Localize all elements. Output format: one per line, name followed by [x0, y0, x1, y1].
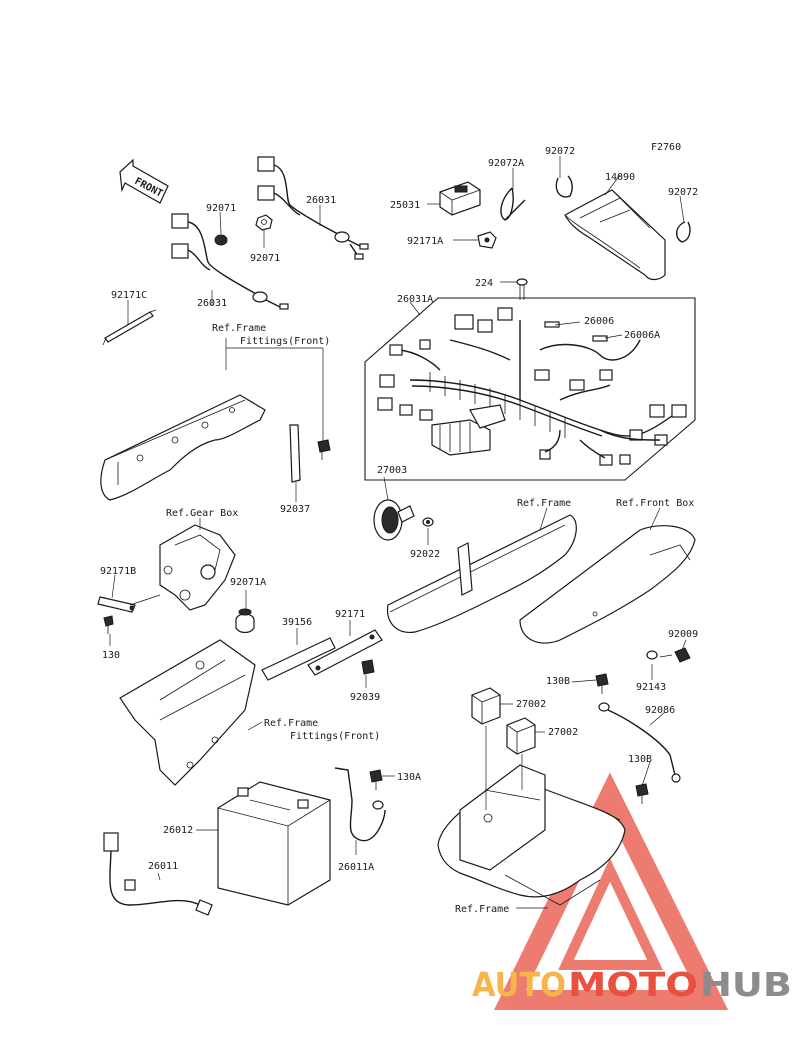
label-92143: 92143 [636, 682, 666, 693]
bolt-ref-front [317, 439, 331, 460]
bolt-224 [516, 278, 528, 300]
grommet-92071-a [214, 234, 228, 246]
label-26011a: 26011A [338, 862, 374, 873]
label-130a: 130A [397, 772, 421, 783]
label-26006a: 26006A [624, 330, 660, 341]
relay-27002-a [471, 687, 501, 725]
ref-frame-fittings-top-2: Fittings(Front) [240, 336, 330, 347]
label-130b-top: 130B [546, 676, 570, 687]
label-26031a: 26031A [397, 294, 433, 305]
label-26031-top: 26031 [306, 195, 336, 206]
label-92039: 92039 [350, 692, 380, 703]
label-26006: 26006 [584, 316, 614, 327]
label-92009: 92009 [668, 629, 698, 640]
label-92072-mid: 92072 [545, 146, 575, 157]
bolt-92009 [659, 647, 691, 663]
label-92071-a: 92071 [206, 203, 236, 214]
part-labels: 92071 92071 26031 26031 92171C 92072A 92… [100, 146, 698, 873]
label-92171: 92171 [335, 609, 365, 620]
ref-frame-fittings-mid-2: Fittings(Front) [290, 731, 380, 742]
label-92171c: 92171C [111, 290, 147, 301]
band-92072-right [676, 221, 691, 243]
bracket-92171 [307, 629, 383, 676]
label-92072-right: 92072 [668, 187, 698, 198]
label-92071a: 92071A [230, 577, 266, 588]
horn-27003 [373, 499, 415, 541]
label-25031: 25031 [390, 200, 420, 211]
cable-26011 [103, 832, 213, 916]
ref-front-box: Ref.Front Box [616, 498, 694, 509]
gear-box [159, 524, 236, 611]
ref-frame-mid: Ref.Frame [517, 498, 571, 509]
label-92171b: 92171B [100, 566, 136, 577]
harness-26031a-group [364, 297, 696, 481]
band-92072-mid [555, 175, 573, 198]
harness-26031-top [257, 156, 369, 260]
label-92071-b: 92071 [250, 253, 280, 264]
ref-frame-bottom: Ref.Frame [455, 904, 509, 915]
ref-frame-fittings-top-1: Ref.Frame [212, 323, 266, 334]
relay-27002-b [506, 717, 536, 755]
ref-frame-fittings-mid-1: Ref.Frame [264, 718, 318, 729]
washer-92022 [422, 517, 434, 527]
label-92022: 92022 [410, 549, 440, 560]
frame-fittings-mid [119, 639, 256, 786]
label-92171a: 92171A [407, 236, 443, 247]
bolt-130 [103, 615, 114, 634]
clamp-92171c [102, 309, 157, 346]
bolt-130b-bot [635, 783, 649, 804]
ref-labels: Ref.Frame Fittings(Front) Ref.Gear Box R… [166, 323, 694, 915]
front-box [519, 525, 696, 644]
label-92037: 92037 [280, 504, 310, 515]
label-14090: 14090 [605, 172, 635, 183]
cover-14090 [564, 189, 666, 281]
label-92072a: 92072A [488, 158, 524, 169]
bracket-92171b [97, 594, 161, 613]
strip-39156 [261, 637, 336, 681]
grommet-92071-b [255, 214, 273, 231]
cable-26011a [334, 767, 386, 842]
label-27002-b: 27002 [548, 727, 578, 738]
watermark-text: AUTO MOTO HUB [472, 965, 792, 1004]
label-130: 130 [102, 650, 120, 661]
figure-code: F2760 [651, 142, 681, 153]
watermark-auto: AUTO [472, 965, 566, 1004]
label-224: 224 [475, 278, 493, 289]
connector-92171a [477, 231, 497, 249]
frame-fittings-top [100, 394, 266, 501]
ref-gear-box: Ref.Gear Box [166, 508, 238, 519]
clip-92039 [361, 659, 375, 675]
bolt-130b-top [595, 673, 609, 694]
label-130b-bot: 130B [628, 754, 652, 765]
label-27003: 27003 [377, 465, 407, 476]
label-26031-left: 26031 [197, 298, 227, 309]
label-39156: 39156 [282, 617, 312, 628]
front-arrow-icon: FRONT [119, 158, 169, 204]
battery-26012 [217, 781, 331, 906]
cable-92086 [598, 702, 681, 783]
grommet-92071a [235, 608, 255, 634]
washer-92143 [646, 650, 658, 660]
watermark-logo [493, 772, 729, 1010]
harness-26031-left [171, 213, 289, 310]
frame-bottom [437, 764, 626, 906]
label-27002-a: 27002 [516, 699, 546, 710]
bolt-130a [369, 769, 383, 790]
label-26011: 26011 [148, 861, 178, 872]
relay-25031 [439, 181, 481, 216]
label-92086: 92086 [645, 705, 675, 716]
tie-92037 [289, 424, 301, 483]
frame-middle [386, 514, 577, 633]
band-92072a [500, 187, 526, 221]
label-26012: 26012 [163, 825, 193, 836]
watermark-moto: MOTO [568, 965, 698, 1004]
leader-lines [109, 156, 687, 909]
watermark-hub: HUB [700, 965, 792, 1004]
